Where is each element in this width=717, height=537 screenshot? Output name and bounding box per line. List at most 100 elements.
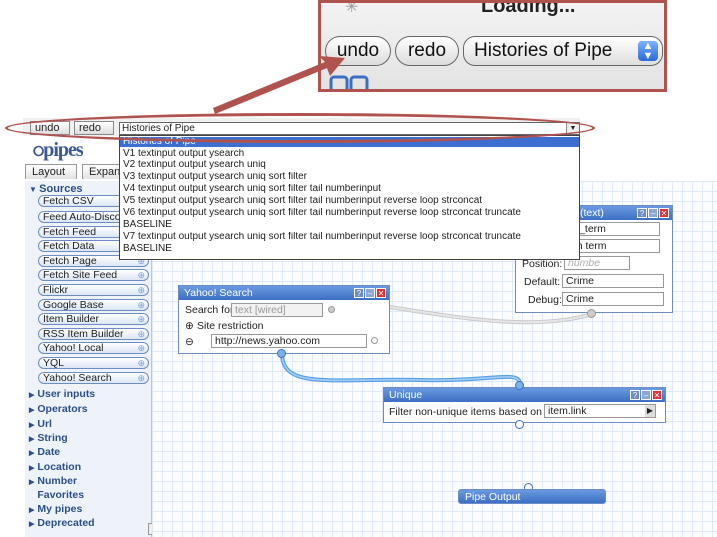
history-option[interactable]: Histories of Pipe <box>120 137 579 147</box>
category-item[interactable]: ▶Deprecated <box>29 517 95 529</box>
history-option[interactable]: V6 textinput output ysearch uniq sort fi… <box>123 208 521 218</box>
close-icon[interactable]: ✕ <box>652 390 662 400</box>
category-item[interactable]: ▶Location <box>29 461 81 473</box>
add-icon[interactable]: ⊕ <box>137 314 145 324</box>
module-title: Unique <box>389 389 423 401</box>
history-option[interactable]: V4 textinput output ysearch uniq sort fi… <box>123 184 381 194</box>
history-dropdown-list[interactable]: Histories of Pipe V1 textinput output yse… <box>119 135 580 260</box>
source-module-item[interactable]: Google Base⊕ <box>38 299 149 311</box>
site-terminal[interactable] <box>371 337 378 344</box>
history-option[interactable]: V7 textinput output ysearch uniq sort fi… <box>123 232 521 242</box>
select-arrows-icon: ▲▼ <box>638 41 658 62</box>
default-field[interactable]: Crime <box>562 274 664 288</box>
source-module-item[interactable]: Fetch Site Feed⊕ <box>38 269 149 281</box>
chevron-down-icon: ▼ <box>566 123 579 134</box>
help-icon[interactable]: ? <box>630 390 640 400</box>
expand-icon: ▶ <box>29 465 35 472</box>
add-icon[interactable]: ⊕ <box>137 285 145 295</box>
source-module-item[interactable]: RSS Item Builder⊕ <box>38 328 149 340</box>
expand-icon: ▶ <box>29 507 35 514</box>
history-select-value: Histories of Pipe <box>122 123 195 134</box>
history-option[interactable]: V5 textinput output ysearch uniq sort fi… <box>123 196 483 206</box>
redo-button[interactable]: redo <box>74 121 114 135</box>
add-site-icon[interactable]: ⊕ <box>185 320 194 332</box>
text-input-output-terminal[interactable] <box>587 309 596 318</box>
sources-heading[interactable]: ▼ Sources <box>29 183 83 195</box>
zoom-history-select[interactable]: Histories of Pipe ▲▼ <box>463 36 663 66</box>
history-option[interactable]: BASELINE <box>123 220 172 230</box>
module-label: Fetch Data <box>43 240 95 252</box>
debug-field[interactable]: Crime <box>562 292 664 306</box>
expand-icon: ▶ <box>29 436 35 443</box>
add-icon[interactable]: ⊕ <box>137 256 145 266</box>
add-icon[interactable]: ⊕ <box>137 300 145 310</box>
add-icon[interactable]: ⊕ <box>137 329 145 339</box>
category-item[interactable]: ▶Url <box>29 418 52 430</box>
zoom-undo-button[interactable]: undo <box>325 36 391 66</box>
chevron-right-icon[interactable]: ▶ <box>645 405 655 417</box>
history-option[interactable]: V2 textinput output ysearch uniq <box>123 160 266 170</box>
source-module-item[interactable]: Yahoo! Local ⊕ <box>38 342 149 354</box>
help-icon[interactable]: ? <box>354 288 364 298</box>
tab-layout[interactable]: Layout <box>25 164 77 179</box>
yahoo-search-module[interactable]: Yahoo! Search ? – ✕ Search for text [wir… <box>178 285 390 354</box>
tab-expand[interactable]: Expan <box>82 164 120 179</box>
add-icon[interactable]: ⊕ <box>137 358 145 368</box>
category-item[interactable]: ▶Date <box>29 446 60 458</box>
module-title: Pipe Output <box>465 491 521 503</box>
unique-module-header[interactable]: Unique ? – ✕ <box>384 388 665 402</box>
history-option[interactable]: V3 textinput output ysearch uniq sort fi… <box>123 172 307 182</box>
category-item[interactable]: ▶Operators <box>29 403 88 415</box>
add-icon[interactable]: ⊕ <box>137 270 145 280</box>
history-select[interactable]: Histories of Pipe ▼ <box>119 122 580 135</box>
close-icon[interactable]: ✕ <box>376 288 386 298</box>
zoom-select-value: Histories of Pipe <box>474 40 613 61</box>
category-label: Url <box>37 418 52 430</box>
module-title: (text) <box>580 207 604 219</box>
source-module-item[interactable]: Item Builder ⊕ <box>38 313 149 325</box>
module-label: Item Builder <box>43 313 100 325</box>
source-module-item[interactable]: YQL⊕ <box>38 357 149 369</box>
minimize-icon[interactable]: – <box>641 390 651 400</box>
undo-button[interactable]: undo <box>30 121 70 135</box>
search-for-terminal[interactable] <box>328 306 335 313</box>
site-field[interactable]: http://news.yahoo.com <box>211 334 367 348</box>
unique-input-terminal[interactable] <box>515 381 524 390</box>
minimize-icon[interactable]: – <box>365 288 375 298</box>
expand-icon: ▶ <box>29 479 35 486</box>
pipe-output-module[interactable]: Pipe Output <box>458 489 606 504</box>
category-item[interactable]: ▶User inputs <box>29 388 95 400</box>
module-label: Fetch Page <box>43 255 97 267</box>
category-label: String <box>37 432 68 444</box>
source-module-item[interactable]: Yahoo! Search⊕ <box>38 372 149 384</box>
loading-text: Loading... <box>481 0 576 17</box>
remove-site-icon[interactable]: ⊖ <box>185 336 194 348</box>
close-icon[interactable]: ✕ <box>659 208 669 218</box>
yahoo-search-module-header[interactable]: Yahoo! Search ? – ✕ <box>179 286 389 300</box>
category-item[interactable]: ▶Favorites <box>29 489 84 501</box>
history-option[interactable]: BASELINE <box>123 244 172 254</box>
history-option[interactable]: V1 textinput output ysearch <box>123 149 245 159</box>
zoom-redo-button[interactable]: redo <box>395 36 459 66</box>
search-for-field: text [wired] <box>231 303 323 317</box>
unique-output-terminal[interactable] <box>515 420 524 429</box>
add-icon[interactable]: ⊕ <box>137 373 145 383</box>
add-icon[interactable]: ⊕ <box>137 343 145 353</box>
category-label: Location <box>37 461 82 473</box>
yahoo-search-output-terminal[interactable] <box>277 349 286 358</box>
prompt-field[interactable]: rch term <box>564 239 660 253</box>
position-label: Position: <box>522 258 563 270</box>
filter-field[interactable]: item.link ▶ <box>544 404 656 418</box>
category-item[interactable]: ▶My pipes <box>29 503 82 515</box>
category-item[interactable]: ▶Number <box>29 475 77 487</box>
unique-module[interactable]: Unique ? – ✕ Filter non-unique items bas… <box>383 387 666 423</box>
position-field[interactable]: numbe <box>564 256 630 270</box>
debug-label: Debug: <box>528 294 562 306</box>
help-icon[interactable]: ? <box>637 208 647 218</box>
module-label: Feed Auto-Disco <box>43 211 121 223</box>
minimize-icon[interactable]: – <box>648 208 658 218</box>
connector-icon <box>329 75 369 89</box>
category-item[interactable]: ▶String <box>29 432 68 444</box>
source-module-item[interactable]: Flickr⊕ <box>38 284 149 296</box>
module-label: Yahoo! Local <box>43 342 104 354</box>
